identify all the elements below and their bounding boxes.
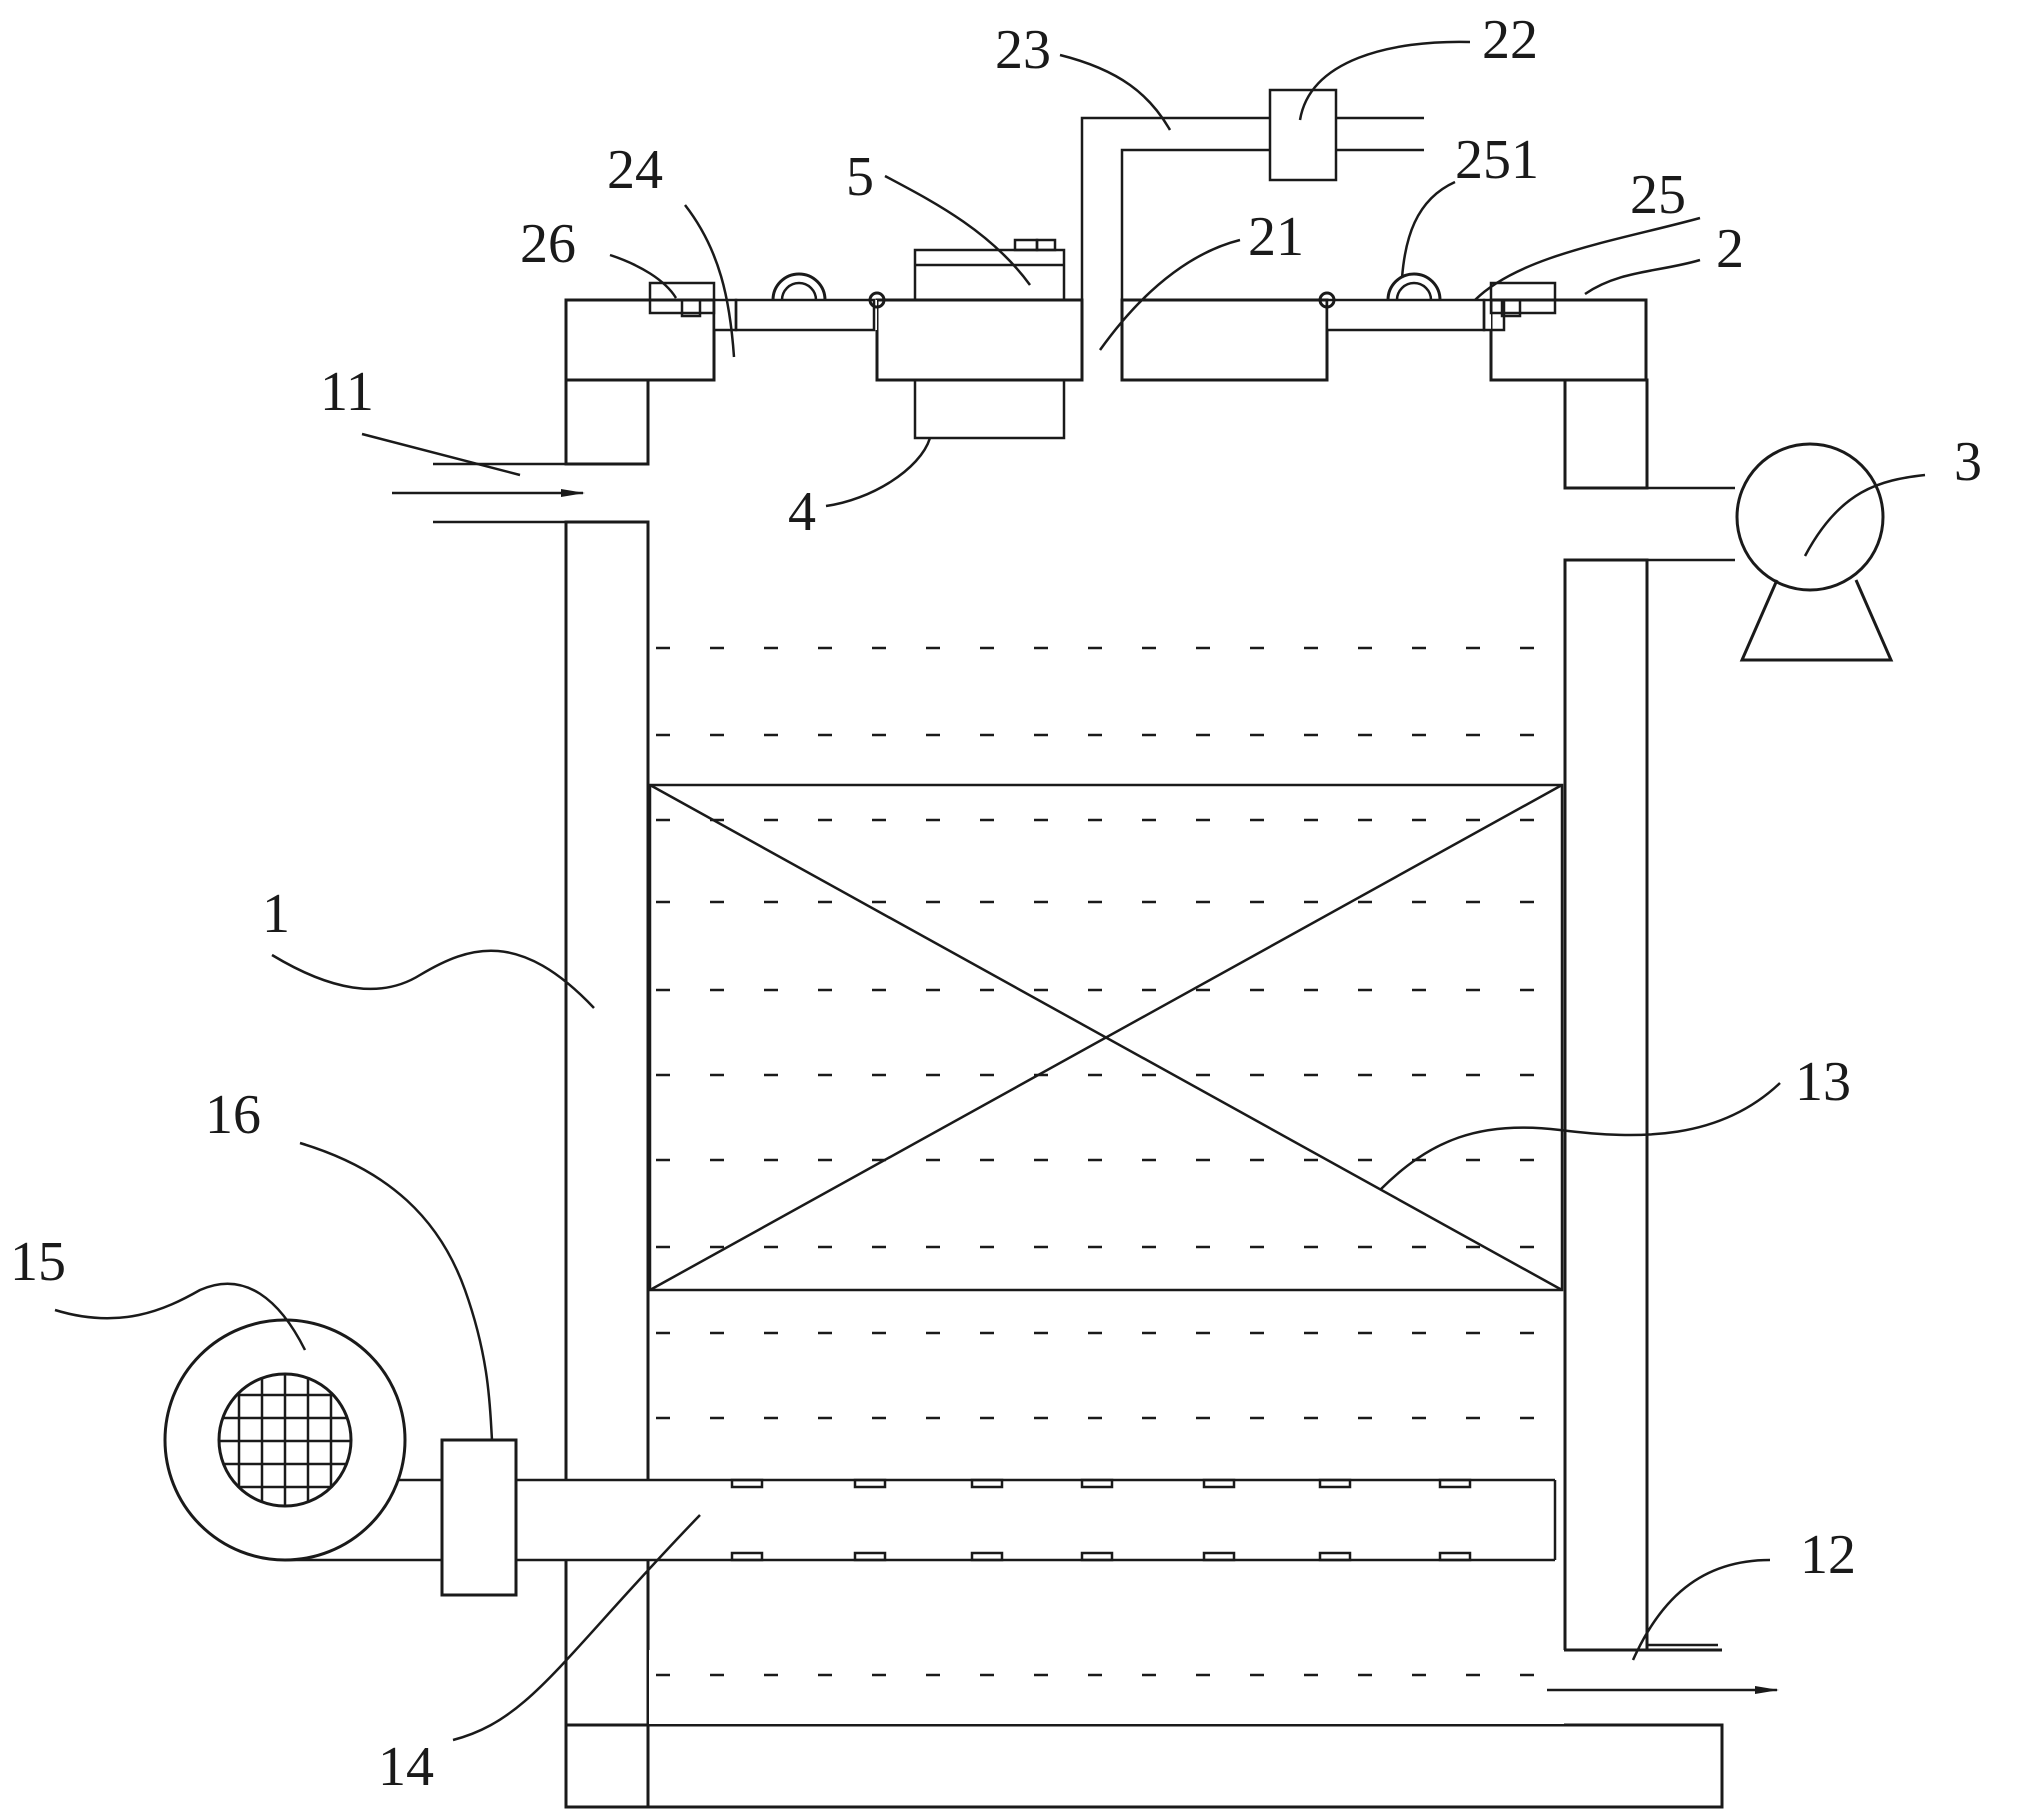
label-1: 1	[262, 883, 290, 945]
label-11: 11	[320, 361, 374, 423]
access-door-right	[1318, 272, 1506, 332]
label-3: 3	[1954, 431, 1982, 493]
vent-pipe	[1080, 88, 1424, 300]
label-12: 12	[1800, 1524, 1856, 1586]
suction-pump	[1647, 442, 1894, 662]
label-22: 22	[1482, 9, 1538, 71]
label-15: 15	[10, 1231, 66, 1293]
label-26: 26	[520, 213, 576, 275]
label-16: 16	[205, 1084, 261, 1146]
outlet-pipe	[1547, 1643, 1779, 1727]
label-21: 21	[1248, 206, 1304, 268]
label-5: 5	[846, 146, 874, 208]
component-5-box	[913, 238, 1066, 302]
label-23: 23	[995, 19, 1051, 81]
aeration-holes	[730, 1478, 1472, 1562]
access-door-left	[712, 272, 886, 332]
leader-lines	[54, 40, 1926, 1742]
label-24: 24	[607, 139, 663, 201]
blower	[163, 1318, 442, 1562]
lock-block-right	[1489, 281, 1557, 318]
packing-module	[648, 783, 1564, 1292]
label-2: 2	[1716, 218, 1744, 280]
labels: 1 2 3 4 5 11 12 13 14 15 16 21 22 23 24 …	[10, 9, 1982, 1798]
inlet-pipe	[392, 462, 585, 524]
aeration-pipe	[500, 1478, 1557, 1562]
label-251: 251	[1455, 129, 1539, 191]
component-4-box	[913, 378, 1066, 440]
lock-block-left	[648, 281, 716, 318]
tank-body	[564, 378, 1724, 1809]
label-4: 4	[788, 481, 816, 543]
label-25: 25	[1630, 164, 1686, 226]
label-13: 13	[1795, 1051, 1851, 1113]
cover-plate	[564, 298, 1648, 382]
valve	[440, 1438, 518, 1597]
label-14: 14	[378, 1736, 434, 1798]
